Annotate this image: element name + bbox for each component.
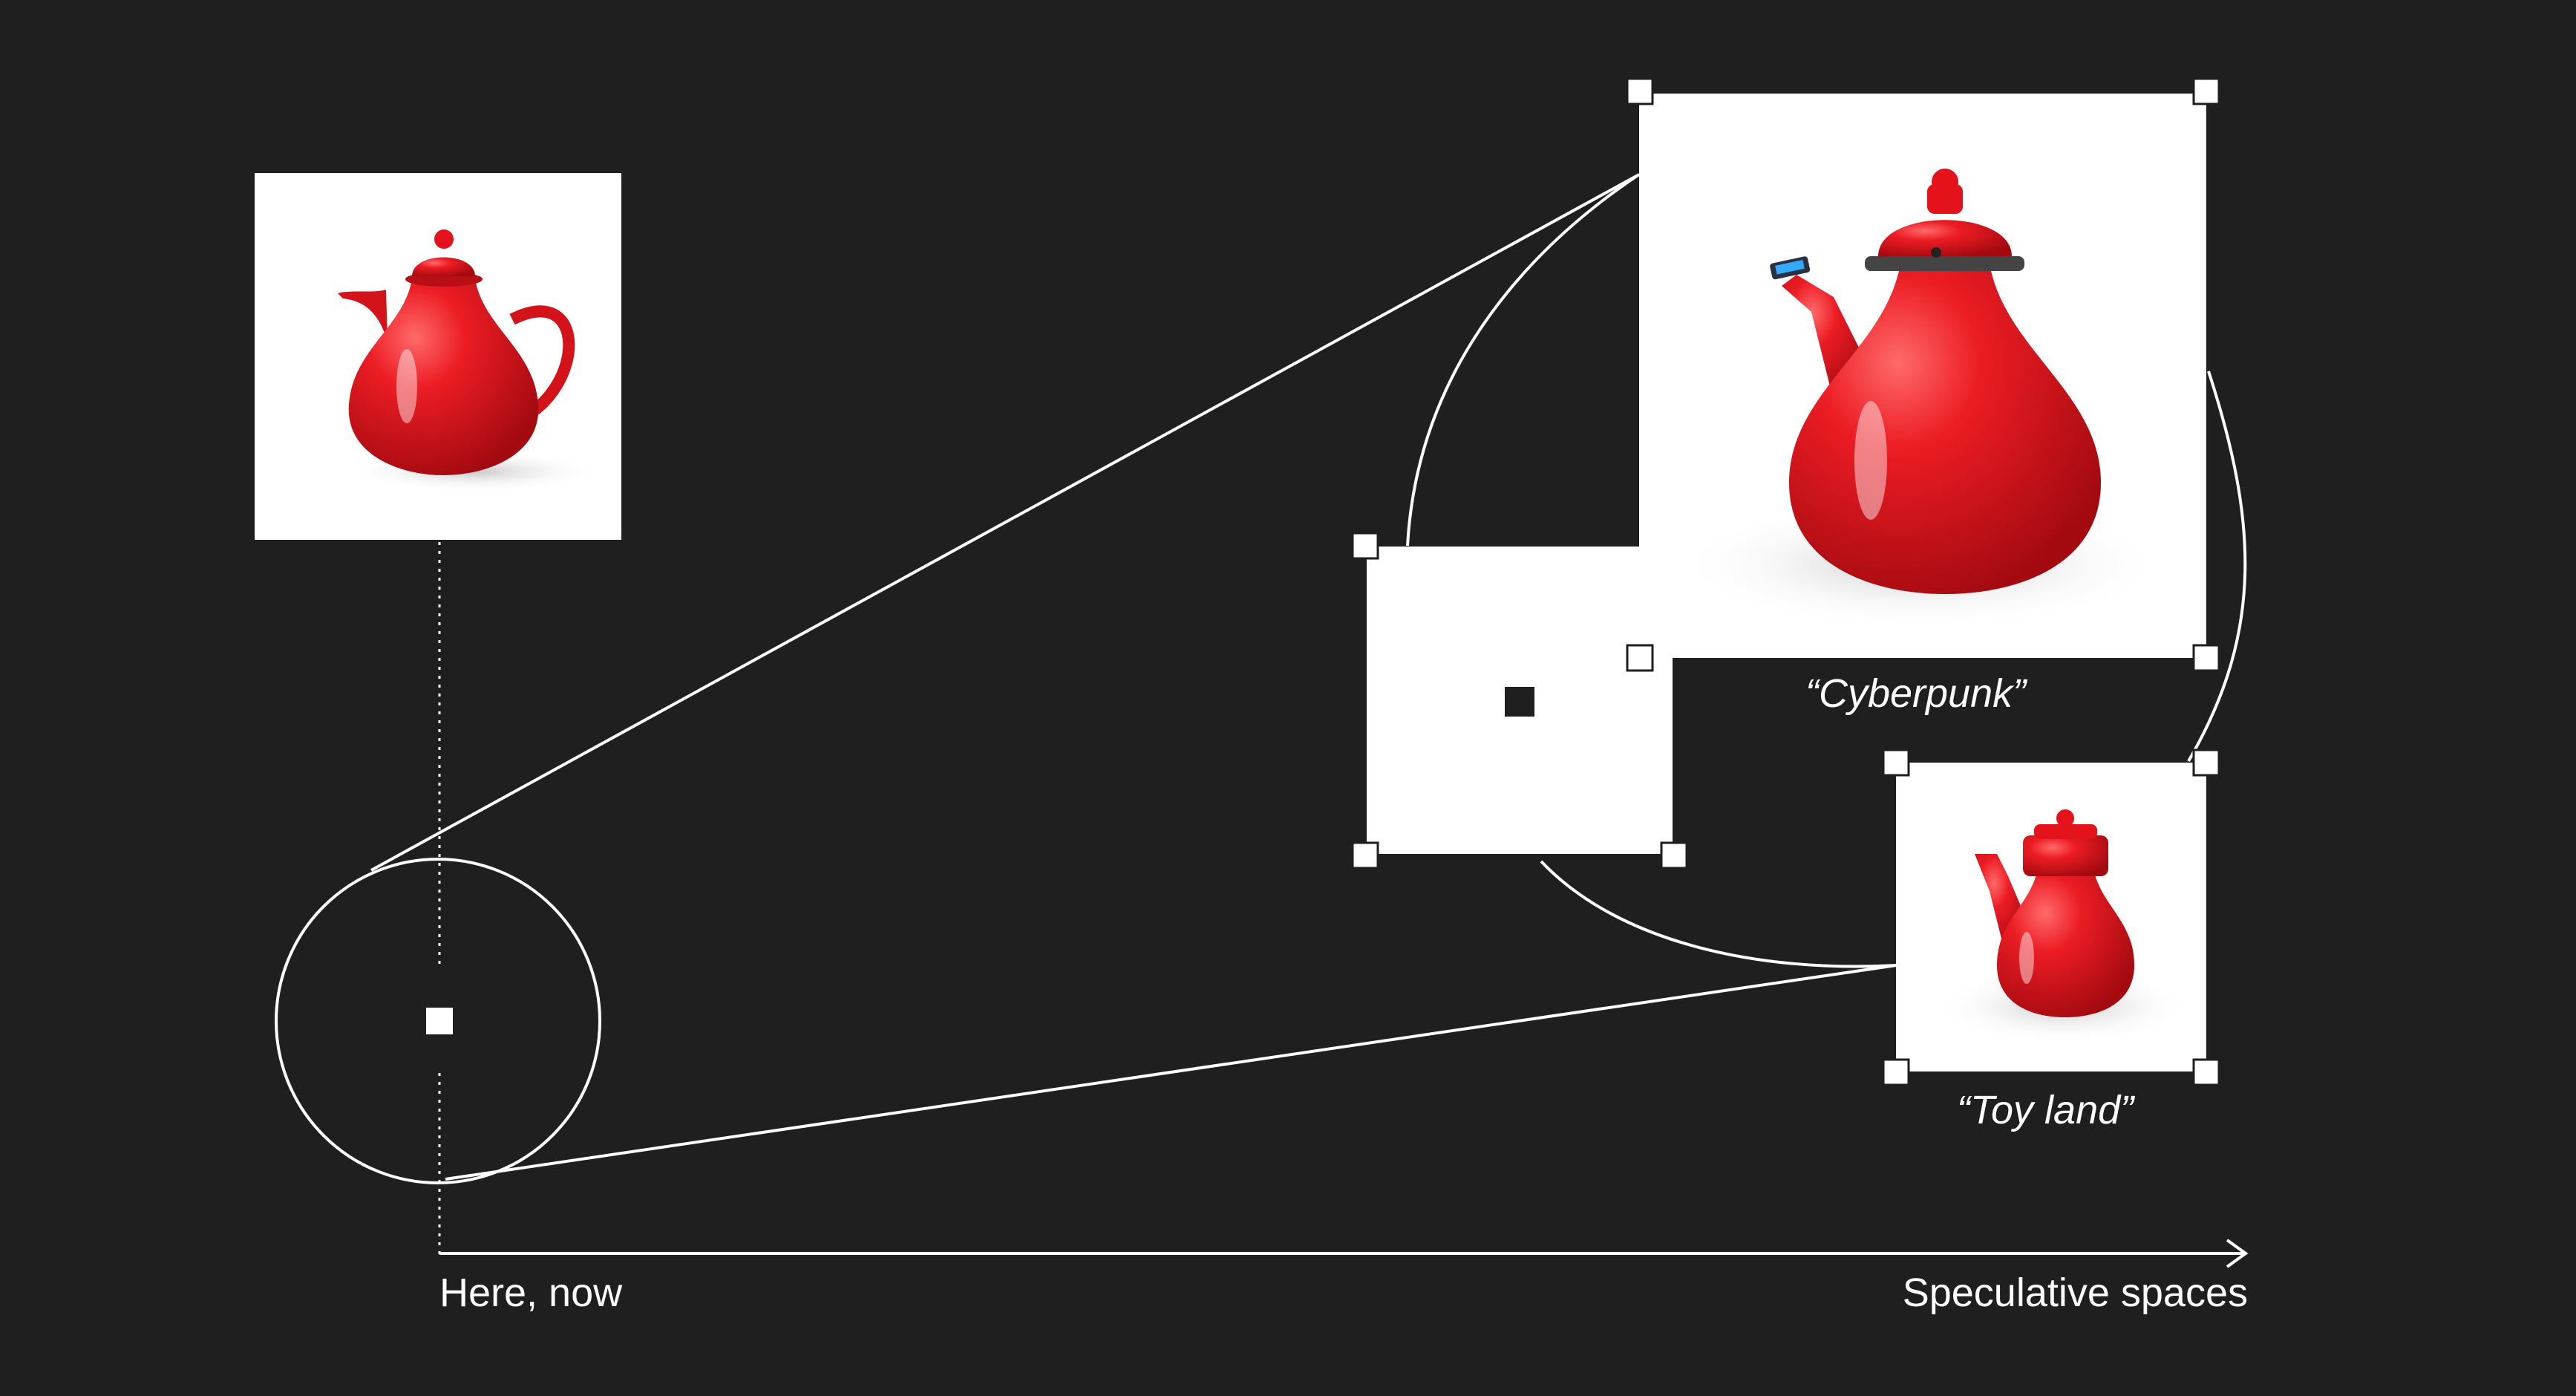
resize-handle	[1626, 77, 1654, 105]
connector-lines	[370, 173, 2247, 1181]
origin-marker	[275, 542, 601, 1255]
toy-robot-teapot-icon	[1975, 809, 2134, 1017]
resize-handle	[2192, 77, 2220, 105]
cyberpunk-teapot-image	[1626, 77, 2220, 672]
speculation-axis	[439, 1239, 2249, 1268]
resize-handle	[1626, 644, 1654, 672]
arc-lower-left	[1540, 860, 1897, 968]
teapot-icon	[338, 229, 575, 475]
cyberpunk-label: “Cyberpunk”	[1805, 671, 2027, 716]
arc-upper-left	[1406, 173, 1641, 547]
resize-handle	[1351, 841, 1379, 870]
axis-start-label: Here, now	[439, 1271, 623, 1315]
resize-handle	[2192, 1058, 2220, 1086]
robot-arm-teapot-icon	[1770, 169, 2101, 594]
cone-lower-line	[445, 964, 1897, 1181]
origin-circle	[275, 858, 601, 1184]
resize-handle	[1351, 532, 1379, 560]
resize-handle	[2192, 644, 2220, 672]
toyland-label: “Toy land”	[1957, 1088, 2134, 1132]
placeholder-frame	[1351, 532, 1688, 870]
toyland-teapot-image	[1882, 748, 2220, 1086]
origin-center-square	[426, 1008, 453, 1034]
axis-arrowhead-icon	[2226, 1239, 2249, 1268]
resize-handle	[1660, 841, 1688, 870]
resize-handle	[1882, 1058, 1910, 1086]
resize-handle	[1882, 748, 1910, 777]
cone-upper-line	[370, 173, 1640, 872]
resize-handle	[2192, 748, 2220, 777]
arc-right	[2187, 371, 2247, 763]
placeholder-center-square	[1505, 687, 1534, 717]
axis-end-label: Speculative spaces	[1902, 1271, 2248, 1315]
origin-teapot-image	[255, 173, 621, 540]
